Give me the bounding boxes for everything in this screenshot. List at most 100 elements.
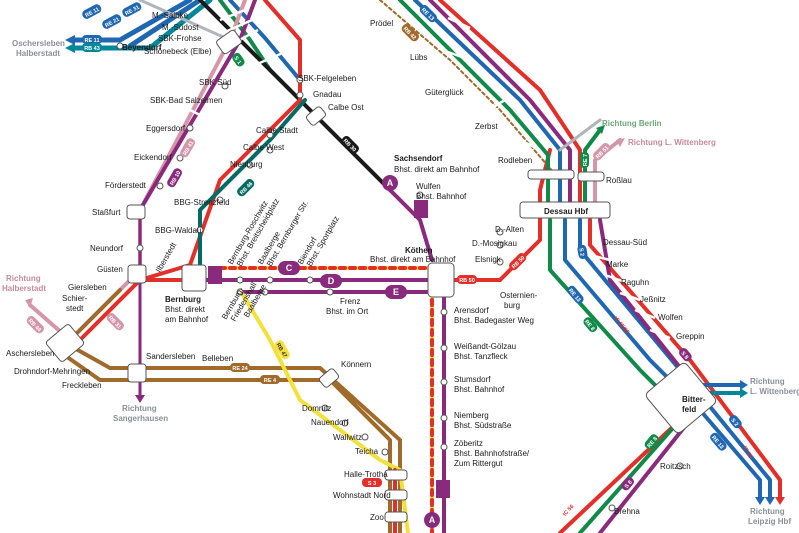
label-sbkfelgeleben: SBK-Felgeleben [298, 74, 356, 83]
station-markers [116, 42, 684, 512]
dir-sangerhausen: Sangerhausen [113, 414, 168, 423]
arrow-oschersleben-2 [65, 43, 75, 53]
line-red-calbe [78, 0, 302, 342]
label-dalten: D.-Alten [495, 225, 524, 234]
label-calbeost: Calbe Ost [328, 103, 364, 112]
pill-re11b-text: RE 11 [85, 38, 100, 44]
pill-s8 [679, 348, 692, 362]
pill-s8b-text: S 8 [624, 480, 634, 490]
tick [447, 16, 471, 30]
label-elsnigk: Elsnigk [475, 255, 502, 264]
label-koennern: Könnern [341, 360, 371, 369]
label-wulfen2: Bhst. Bahnhof [416, 192, 467, 201]
station-marker [156, 182, 164, 190]
station-marker [266, 131, 274, 139]
bus-stop-symbol [436, 480, 450, 498]
label-nienburg: Nienburg [230, 160, 262, 169]
hub-zoo [384, 511, 408, 523]
arrow-wittenberg-east-2 [740, 388, 748, 398]
station-marker [440, 308, 448, 316]
tick [589, 253, 611, 262]
label-jessnitz: Jeßnitz [640, 295, 666, 304]
pill-s3-text: S 3 [368, 481, 376, 487]
pill-rb44 [26, 316, 44, 334]
pill-s2a-text: S 2 [577, 248, 584, 257]
dir-sangerhausen-r: Richtung [122, 404, 157, 413]
dir-lwittenberg2: L. Wittenberg [750, 387, 799, 396]
tick [634, 308, 656, 320]
arrow-wittenberg-north [616, 138, 625, 147]
label-bernburg3: am Bahnhof [165, 315, 209, 324]
pill-s2b [729, 415, 742, 429]
label-suedost: M.-Südost [162, 23, 199, 32]
label-roitzsch: Roitzsch [660, 462, 691, 471]
pill-re11a [82, 4, 102, 19]
bus-badge-e-text: E [393, 287, 399, 297]
station-marker [136, 244, 144, 252]
label-drohndorf: Drohndorf-Mehringen [14, 367, 90, 376]
direction-arrows [25, 35, 785, 505]
label-stumsdorf2: Bhst. Bahnhof [454, 385, 505, 394]
label-zoo: Zoo [370, 513, 384, 522]
pill-re4-text: RE 4 [264, 378, 277, 384]
label-bbgstrenzfeld: BBG-Strenzfeld [174, 198, 230, 207]
hub-stassfurt [126, 204, 146, 220]
station-marker [416, 191, 424, 199]
line-re7 [583, 128, 602, 207]
pill-rb30 [341, 136, 359, 154]
station-marker [266, 276, 274, 284]
bus-badge-a-south-text: A [429, 515, 436, 525]
label-wulfen: Wulfen [416, 182, 441, 191]
hub-rosslau [577, 171, 605, 182]
label-sbksued: SBK Süd [199, 78, 231, 87]
station-marker [326, 288, 334, 296]
label-sbkfrohse: SBK-Frohse [158, 34, 202, 43]
pill-s1 [232, 52, 245, 67]
label-beyendorf: Beyendorf [122, 43, 162, 52]
dir-oschersleben: Oschersleben [12, 39, 65, 48]
line-re8-southwest [578, 418, 682, 533]
label-wolfen: Wolfen [658, 313, 683, 322]
station-marker [440, 378, 448, 386]
label-calbewest: Calbe West [243, 143, 285, 152]
station-marker [216, 196, 224, 204]
pill-rb50a [509, 253, 527, 271]
label-wohnstadt: Wohnstadt Nord [333, 491, 391, 500]
label-zerbst: Zerbst [475, 122, 498, 131]
bus-badge-a-south [424, 512, 440, 528]
station-marker [608, 504, 616, 512]
pill-rb51-text: RB 51 [595, 145, 610, 160]
label-nauendorf: Nauendorf [311, 418, 349, 427]
pill-s8-text: S 8 [679, 351, 689, 361]
pill-re11b [82, 35, 102, 44]
hub-dessau [519, 201, 611, 219]
label-zoeberitz2: Bhst. Bahnhofstraße/ [454, 449, 530, 458]
dir-leipzig: Leipzig Hbf [748, 517, 791, 526]
station-marker [440, 344, 448, 352]
line-ic-south [588, 218, 782, 502]
pill-rb43-text: RB 43 [84, 46, 100, 52]
station-marker [236, 276, 244, 284]
station-marker [296, 76, 304, 84]
label-salbke: M.-Salbke [152, 11, 189, 20]
label-dmosigkau: D.-Mosigkau [472, 239, 517, 248]
label-zoeberitz3: Zum Rittergut [454, 459, 503, 468]
bus-line-badges: A C D E A [278, 175, 440, 528]
pill-s3 [362, 478, 382, 487]
hub-calbe-ost [305, 106, 327, 126]
hub-wohnstadt [384, 489, 408, 501]
line-rb51 [593, 138, 622, 207]
pill-ic56-text: IC 56 [562, 504, 575, 518]
dir-halberstadt2: Halberstadt [2, 284, 46, 293]
station-marker [321, 404, 329, 412]
label-osternienburg2: burg [504, 301, 520, 310]
arrow-leipzig-1 [755, 497, 765, 505]
label-sandersleben: Sandersleben [146, 352, 195, 361]
label-wallwitz: Wallwitz [333, 433, 362, 442]
label-teicha: Teicha [355, 447, 379, 456]
line-label-pills: RE 11 RE 21 RE 31 RE 11 RB 43 S 1 RB 30 … [26, 2, 753, 518]
label-koethen2: Bhst. direkt am Bahnhof [370, 255, 456, 264]
label-bernburg2: Bhst. direkt [165, 305, 206, 314]
pill-re8a [583, 317, 598, 333]
